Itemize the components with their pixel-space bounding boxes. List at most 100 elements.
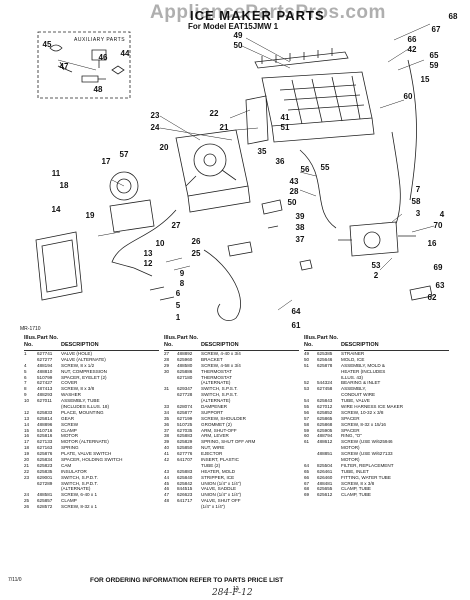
part-number: 629347	[177, 386, 193, 392]
illus-number: 58	[304, 421, 310, 427]
part-description: MOTOR	[61, 433, 79, 439]
part-description: SPRING, SHUT OFF ARM	[201, 439, 256, 445]
part-number: 488293	[37, 392, 53, 398]
parts-row: ILLUS. 43)	[304, 375, 449, 381]
parts-row: (ALTERNATE)	[164, 380, 299, 386]
ice-mold-tray	[261, 71, 375, 143]
figure-number: MR-1710	[20, 326, 41, 332]
illus-number: 17	[24, 439, 30, 445]
callout: 7	[415, 185, 421, 194]
callout: 67	[431, 25, 441, 34]
callout: 68	[448, 12, 458, 21]
part-number: 627458	[317, 386, 333, 392]
part-description: SWITCH, S.P.S.T.	[201, 392, 238, 398]
illus-number: 68	[304, 486, 310, 492]
callout: 23	[150, 111, 160, 120]
part-description: UNION (1/4" x 1/4")	[201, 480, 242, 486]
illus-number: 9	[24, 392, 27, 398]
part-number: 627427	[37, 380, 53, 386]
part-description: SCREW, SHOULDER	[201, 415, 246, 421]
part-description: STRAINER	[341, 351, 365, 356]
auxiliary-parts-box	[37, 31, 131, 99]
part-description: SCREW, 8 x 3/8	[341, 480, 375, 486]
part-description: (INCLUDES ILLUS. 18)	[61, 404, 109, 410]
callout: 62	[427, 293, 437, 302]
callout: 10	[155, 239, 165, 248]
illus-number: 56	[304, 409, 310, 415]
illus-number: 37	[164, 427, 170, 433]
illus-number: 46	[164, 486, 170, 492]
illus-number: 18	[24, 445, 30, 451]
part-number: 625852	[317, 409, 333, 415]
part-description: UNION (1/4" x 1/4")	[201, 492, 242, 498]
water-valve	[338, 221, 416, 257]
part-number: 625960	[177, 356, 193, 362]
part-description: CLAMP	[61, 498, 77, 504]
part-number: 487413	[37, 386, 53, 392]
part-number: 626461	[317, 468, 333, 474]
callout: 37	[295, 235, 305, 244]
callout: 53	[371, 261, 381, 270]
part-number: 510725	[177, 421, 193, 427]
illus-number: 60	[304, 433, 310, 439]
illus-number: 10	[24, 398, 30, 404]
front-cover	[35, 231, 83, 301]
part-description: SCREW, 6-40 x 1	[61, 492, 97, 498]
part-number: 628074	[177, 404, 193, 410]
callout: 55	[320, 163, 330, 172]
part-description: SCREW, 8 x 3/8	[61, 386, 95, 392]
part-description: ASSEMBLY, MOLD &	[341, 362, 385, 368]
callout: 9	[179, 269, 185, 278]
part-number: 488580	[177, 362, 193, 368]
callout: 19	[85, 211, 95, 220]
illus-number: 27	[164, 351, 170, 356]
part-description: THERMOSTAT	[201, 368, 232, 374]
callout: 26	[191, 237, 201, 246]
part-number: 625843	[317, 398, 333, 404]
illus-number: 5	[24, 368, 27, 374]
auxiliary-parts-label: AUXILIARY PARTS	[74, 37, 126, 43]
part-number: 544324	[317, 380, 333, 386]
illus-number: 1	[24, 351, 27, 356]
part-number: 488581	[37, 492, 53, 498]
callout: 2	[373, 271, 379, 280]
part-description: VALVE, SADDLE	[201, 486, 237, 492]
part-number: 625905	[317, 427, 333, 433]
illus-number: 51	[304, 362, 310, 368]
callout: 41	[280, 113, 290, 122]
illus-number: 15	[24, 427, 30, 433]
part-number: 625840	[177, 474, 193, 480]
part-number: 488481	[317, 480, 333, 486]
ordering-note: FOR ORDERING INFORMATION REFER TO PARTS …	[90, 577, 284, 584]
illus-number: 42	[164, 457, 170, 463]
part-number: 626460	[317, 474, 333, 480]
illus-number: 64	[304, 462, 310, 468]
part-description: SPACER	[341, 415, 360, 421]
motor-assembly	[109, 171, 155, 233]
illus-number: 33	[164, 404, 170, 410]
